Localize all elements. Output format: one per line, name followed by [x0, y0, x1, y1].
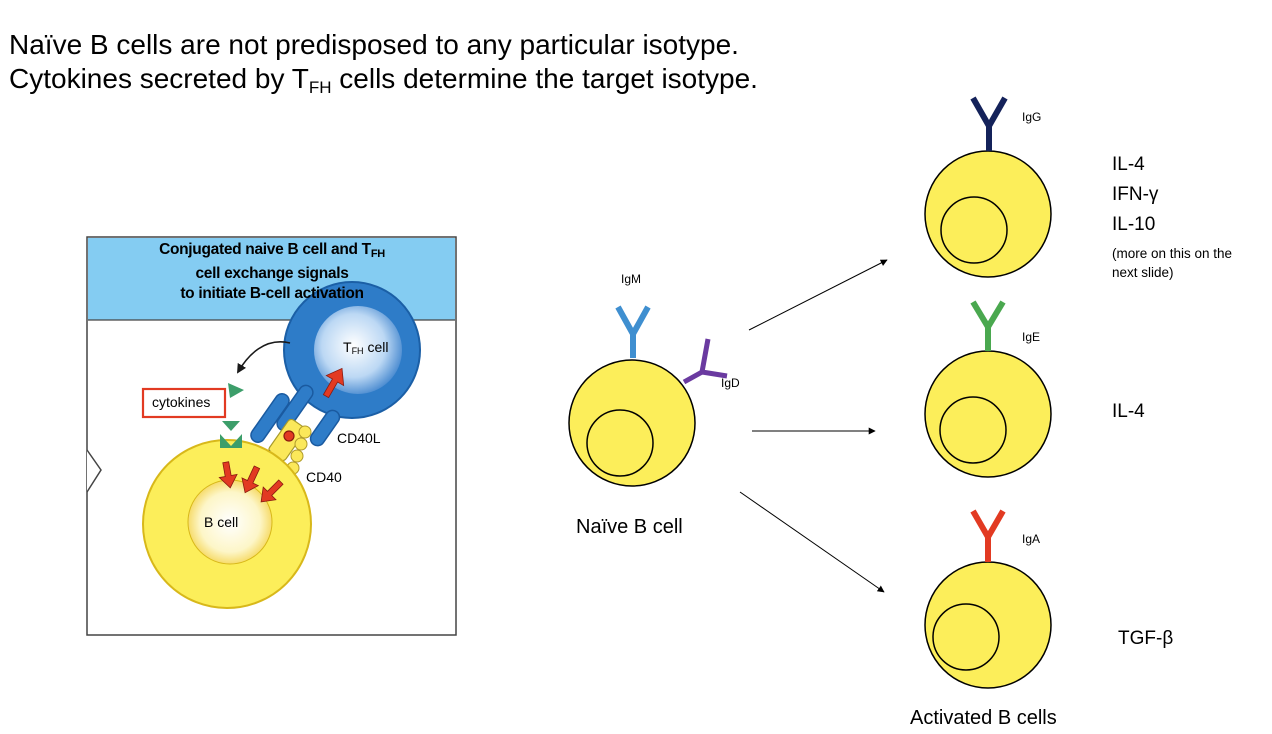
igm-label: IgM — [621, 272, 642, 286]
inset-notch — [86, 449, 102, 493]
cytokine-tgfb: TGF-β — [1118, 628, 1174, 649]
arrow-to-iga — [739, 491, 885, 593]
cytokines-box — [141, 387, 227, 419]
activated-caption: Activated B cells — [910, 707, 1057, 729]
iga-antibody — [970, 509, 1006, 562]
cytokine-il4: IL-4 — [1112, 401, 1145, 422]
naive-b-cell — [568, 305, 728, 487]
iga-cytokines: TGF-β — [1118, 624, 1173, 654]
cytokines-label: cytokines — [152, 394, 211, 410]
iga-label: IgA — [1022, 532, 1041, 546]
ige-antibody — [970, 300, 1006, 351]
inset-heading: Conjugated naive B cell and TFH cell exc… — [159, 241, 385, 302]
igd-label: IgD — [721, 376, 740, 390]
title-line-1: Naïve B cells are not predisposed to any… — [9, 29, 739, 60]
igg-cytokines: IL-4 IFN-γ IL-10 — [1112, 150, 1158, 240]
activated-cell-ige — [924, 300, 1052, 478]
tfh-cell-label: TFH cell — [343, 339, 389, 356]
igd-antibody — [682, 338, 728, 385]
arrow-to-igg — [748, 259, 888, 331]
title-line-2: Cytokines secreted by TFH cells determin… — [9, 63, 758, 97]
cytokine-triangle — [228, 383, 244, 398]
naive-nucleus — [586, 409, 654, 477]
tfh-receptors — [250, 384, 341, 447]
activated-cell-iga — [924, 509, 1052, 689]
ige-cytokines: IL-4 — [1112, 397, 1145, 427]
cd40-label: CD40 — [306, 469, 342, 485]
cytokine-receptor — [220, 434, 242, 448]
cd40-beads — [286, 425, 312, 475]
cd40l-label: CD40L — [337, 430, 381, 446]
secretion-arrow — [237, 341, 291, 374]
tfh-signal-arrow — [322, 367, 345, 399]
cytokine-il4: IL-4 — [1112, 154, 1145, 175]
activated-cell-igg — [924, 96, 1052, 278]
differentiation-arrows — [739, 259, 888, 593]
inset-b-cell-label: B cell — [204, 514, 239, 530]
igg-note: (more on this on the next slide) — [1112, 246, 1233, 280]
ige-label: IgE — [1022, 330, 1041, 344]
inset-figure — [86, 236, 457, 636]
igg-label: IgG — [1022, 110, 1042, 124]
cytokine-il10: IL-10 — [1112, 214, 1156, 235]
b-signal-arrows — [218, 461, 284, 503]
igg-antibody — [970, 96, 1008, 151]
naive-cell-label: Naïve B cell — [576, 516, 683, 538]
igm-antibody — [615, 305, 651, 358]
cytokine-ifng: IFN-γ — [1112, 184, 1159, 205]
